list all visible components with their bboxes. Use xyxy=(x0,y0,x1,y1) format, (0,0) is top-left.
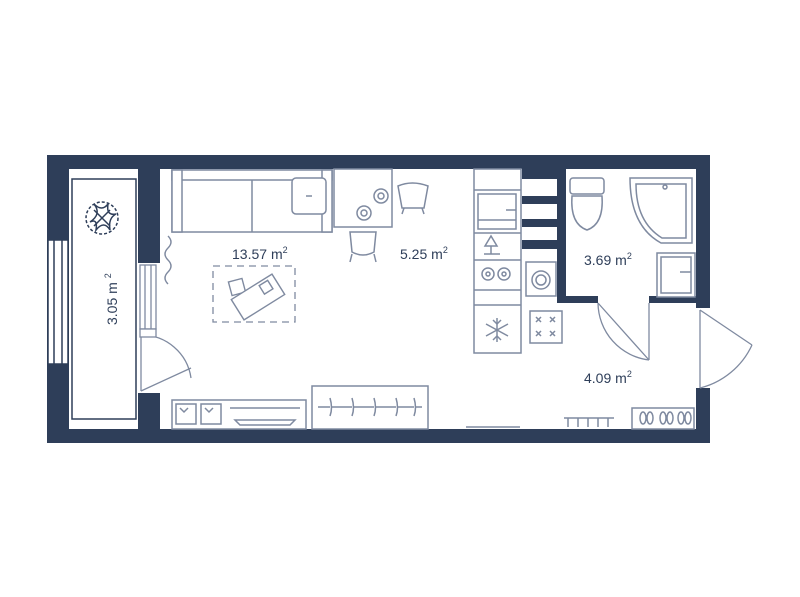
armchair-table xyxy=(227,273,286,321)
snowflake-icon xyxy=(485,318,509,342)
dining-table xyxy=(333,168,393,228)
balcony-area-label: 3.05 m 2 xyxy=(103,273,120,325)
shower xyxy=(629,177,693,244)
wardrobe xyxy=(311,385,429,430)
sofa xyxy=(171,169,333,233)
cooktop xyxy=(529,310,563,344)
entrance-door xyxy=(699,309,753,389)
rug xyxy=(212,265,296,323)
kitchen-area-label: 5.25 m2 xyxy=(400,245,448,262)
chair-right xyxy=(397,182,429,215)
bathroom-area-label: 3.69 m2 xyxy=(584,251,632,268)
living-room-area-label: 13.57 m2 xyxy=(232,245,288,262)
tv-stand xyxy=(171,399,307,430)
plant-icon xyxy=(85,201,119,235)
toilet xyxy=(569,177,605,231)
curtain-icon xyxy=(164,235,172,285)
balcony-door xyxy=(139,264,192,392)
hallway-area-label: 4.09 m2 xyxy=(584,369,632,386)
washing-machine xyxy=(525,261,557,297)
shoe-rack xyxy=(631,407,695,430)
chair-bottom xyxy=(349,231,377,263)
balcony-window xyxy=(47,239,69,365)
bathroom-sink xyxy=(656,252,696,298)
bathroom-door xyxy=(597,302,650,361)
walls xyxy=(47,155,710,443)
balcony: 3.05 m 2 xyxy=(47,169,138,429)
radiator xyxy=(466,417,614,428)
